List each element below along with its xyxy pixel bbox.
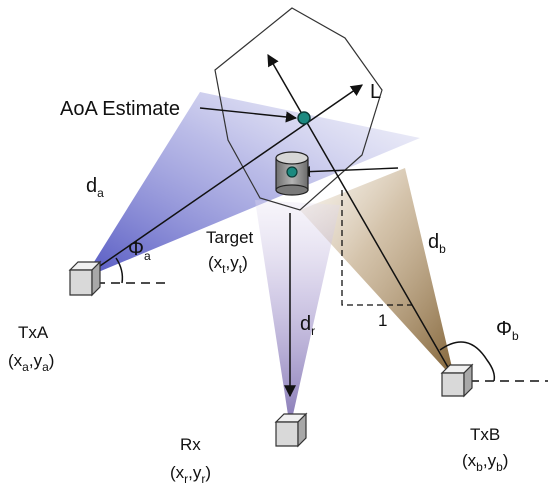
rx-coord: (xr,yr) <box>170 463 211 486</box>
aoa-marker <box>297 111 311 125</box>
txa-label: TxA <box>18 323 49 342</box>
phi-b-label: Φb <box>496 318 519 343</box>
phi-a-arc <box>115 257 124 284</box>
txb-label: TxB <box>470 425 500 444</box>
txa-cube-icon <box>68 260 102 297</box>
db-label: db <box>428 231 446 256</box>
slope-triangle <box>341 190 412 306</box>
txa-coord: (xa,ya) <box>8 351 54 374</box>
slope-one-label: 1 <box>378 311 387 330</box>
txb-coord: (xb,yb) <box>462 451 508 474</box>
dr-label: dr <box>300 313 315 338</box>
aoa-pointer <box>199 107 298 123</box>
beam-txb <box>300 168 455 380</box>
target-coord: (xt,yt) <box>208 253 248 276</box>
aoa-label: AoA Estimate <box>60 98 180 120</box>
txb-cube-icon <box>440 363 474 398</box>
phi-a-label: Φa <box>128 238 151 263</box>
rx-cube-icon <box>274 412 308 448</box>
target-pointer <box>298 165 399 178</box>
beam-txa <box>84 92 420 278</box>
beam-rx <box>255 200 340 428</box>
target-label: Target <box>206 228 254 247</box>
rx-label: Rx <box>180 435 201 454</box>
phi-b-arc <box>439 341 496 382</box>
da-label: da <box>86 175 104 200</box>
ray-db <box>267 53 454 377</box>
l-label: L <box>370 81 381 103</box>
uncertainty-region <box>214 7 383 211</box>
target-icon <box>275 151 309 196</box>
ray-da <box>83 84 363 278</box>
